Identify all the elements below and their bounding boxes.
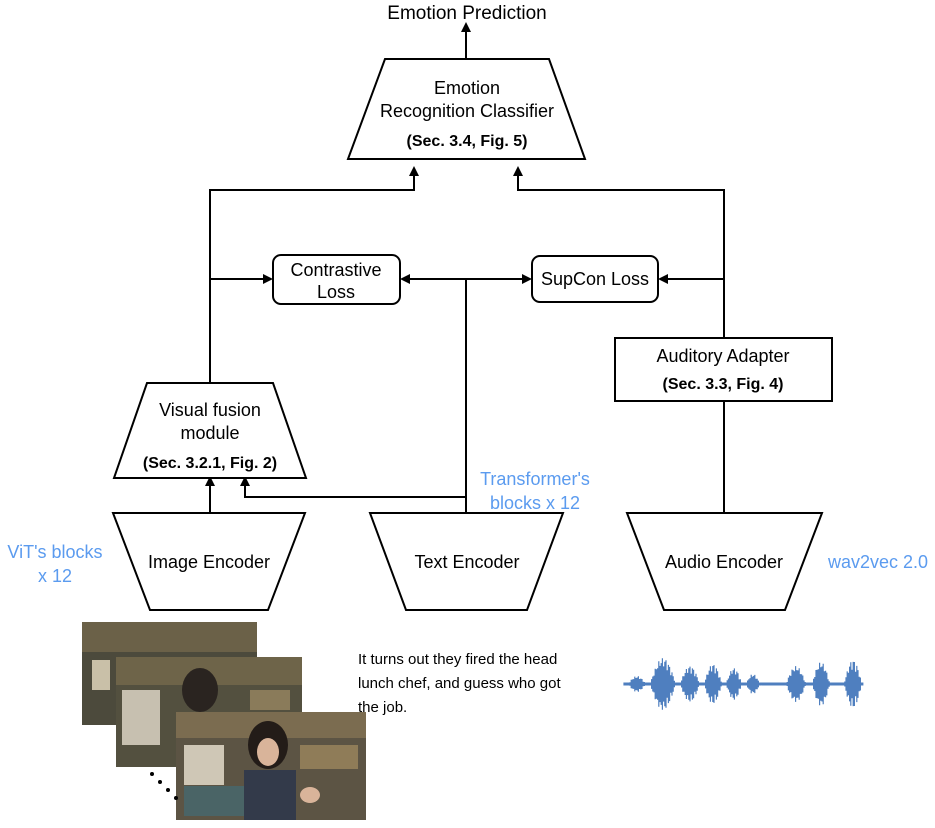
contrastive-loss-line1: Contrastive (290, 260, 381, 280)
vit-note-line1: ViT's blocks (7, 542, 102, 562)
transcript-line2: lunch chef, and guess who got (358, 675, 561, 692)
supcon-loss-label: SupCon Loss (541, 269, 649, 289)
wav2vec-note: wav2vec 2.0 (827, 552, 928, 572)
classifier-title-line2: Recognition Classifier (380, 101, 554, 121)
visual-fusion-line1: Visual fusion (159, 400, 261, 420)
edges (205, 22, 725, 513)
emotion-recognition-classifier: Emotion Recognition Classifier (Sec. 3.4… (346, 58, 587, 160)
text-encoder-trapezoid (368, 512, 565, 611)
auditory-adapter-ref: (Sec. 3.3, Fig. 4) (663, 376, 784, 393)
visual-fusion-module: Visual fusion module (Sec. 3.2.1, Fig. 2… (112, 382, 308, 479)
image-encoder: Image Encoder (111, 512, 307, 611)
transformer-note-line2: blocks x 12 (490, 493, 580, 513)
supcon-loss-box (531, 255, 659, 303)
text-encoder-label: Text Encoder (414, 552, 519, 572)
vit-note-line2: x 12 (38, 566, 72, 586)
contrastive-loss-line2: Loss (317, 282, 355, 302)
frame-ellipsis-dots (150, 772, 178, 800)
audio-encoder: Audio Encoder (625, 512, 824, 611)
audio-encoder-trapezoid (625, 512, 824, 611)
auditory-adapter-title: Auditory Adapter (656, 346, 789, 366)
video-frames (82, 622, 366, 820)
contrastive-loss: Contrastive Loss (272, 254, 401, 305)
image-encoder-label: Image Encoder (148, 552, 270, 572)
transformer-note-line1: Transformer's (480, 469, 590, 489)
edge-visual-to-classifier (209, 166, 419, 383)
video-frame-3 (176, 712, 366, 820)
emotion-prediction-label: Emotion Prediction (387, 3, 546, 24)
supcon-loss: SupCon Loss (531, 255, 659, 303)
audio-encoder-label: Audio Encoder (665, 552, 783, 572)
auditory-adapter-box (614, 337, 833, 402)
edge-audio-to-classifier (513, 166, 725, 337)
classifier-ref: (Sec. 3.4, Fig. 5) (407, 133, 528, 150)
text-encoder: Text Encoder (368, 512, 565, 611)
image-encoder-trapezoid (111, 512, 307, 611)
classifier-trapezoid (346, 58, 587, 160)
audio-waveform (623, 658, 864, 710)
contrastive-loss-box (272, 254, 401, 305)
auditory-adapter: Auditory Adapter (Sec. 3.3, Fig. 4) (614, 337, 833, 402)
waveform-trace (623, 658, 864, 710)
classifier-title-line1: Emotion (434, 78, 500, 98)
visual-fusion-ref: (Sec. 3.2.1, Fig. 2) (143, 455, 277, 472)
transcript-line1: It turns out they fired the head (358, 651, 557, 668)
edge-text-to-visual-fusion (240, 476, 466, 498)
visual-fusion-trapezoid (112, 382, 308, 479)
transcript-line3: the job. (358, 699, 407, 716)
visual-fusion-line2: module (180, 423, 239, 443)
